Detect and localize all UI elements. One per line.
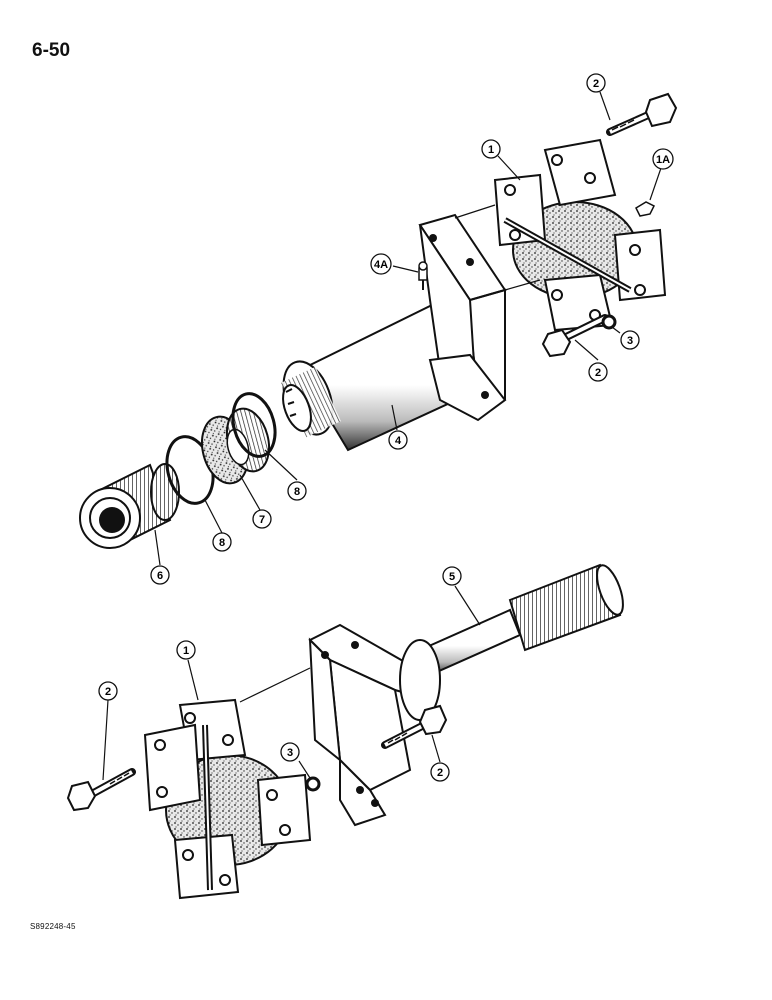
callout-c-bot-2a: 2 (98, 681, 118, 701)
alignment-lines (239, 204, 541, 703)
callout-c-bot-3: 3 (280, 742, 300, 762)
callout-c-top-2: 2 (586, 73, 606, 93)
callout-c-bot-2b: 2 (430, 762, 450, 782)
callout-c-bot-5: 5 (442, 566, 462, 586)
callout-leaders (102, 91, 662, 781)
callout-c-top-7: 7 (252, 509, 272, 529)
flange-yoke-bottom (308, 623, 441, 827)
washer-top (601, 314, 617, 330)
callout-c-top-8b: 8 (212, 532, 232, 552)
callout-c-top-4a: 4A (370, 253, 392, 275)
svg-text:1: 1 (183, 645, 189, 657)
yoke-shaft-part-4 (281, 304, 480, 452)
bearing-part-7 (200, 407, 271, 485)
universal-joint-cross-bottom (143, 698, 312, 900)
svg-text:1A: 1A (656, 154, 670, 166)
svg-text:4A: 4A (374, 259, 388, 271)
bearing-cup-part-6 (79, 463, 180, 549)
svg-text:2: 2 (595, 367, 601, 379)
svg-text:2: 2 (593, 78, 599, 90)
svg-text:2: 2 (437, 767, 443, 779)
svg-text:2: 2 (105, 686, 111, 698)
svg-text:6: 6 (157, 570, 163, 582)
grease-fitting-1a (635, 201, 656, 217)
washer-bottom (305, 776, 321, 792)
bolt-bottom-left (66, 768, 136, 812)
callout-c-top-3: 3 (620, 330, 640, 350)
ring-part-8-right (231, 392, 277, 458)
bolt-bottom-right (381, 704, 448, 749)
callout-c-top-8a: 8 (287, 481, 307, 501)
bolt-top-lower (541, 314, 609, 358)
svg-text:1: 1 (488, 144, 494, 156)
callout-c-top-1a: 1A (652, 148, 674, 170)
flange-yoke-top (418, 213, 507, 422)
callout-c-top-4: 4 (388, 430, 408, 450)
svg-text:4: 4 (395, 435, 402, 447)
page-number: 6-50 (32, 40, 71, 61)
grease-fitting-4a (418, 261, 428, 290)
svg-text:3: 3 (627, 335, 633, 347)
callout-c-top-1: 1 (481, 139, 501, 159)
callout-c-top-6: 6 (150, 565, 170, 585)
svg-text:8: 8 (219, 537, 225, 549)
svg-text:7: 7 (259, 514, 265, 526)
document-code: S892248-45 (30, 922, 76, 931)
svg-text:3: 3 (287, 747, 293, 759)
universal-joint-cross-top (493, 138, 667, 332)
bolt-top-upper (606, 92, 678, 136)
callout-c-top-2b: 2 (588, 362, 608, 382)
svg-text:5: 5 (449, 571, 455, 583)
svg-text:8: 8 (294, 486, 300, 498)
callout-c-bot-1: 1 (176, 640, 196, 660)
